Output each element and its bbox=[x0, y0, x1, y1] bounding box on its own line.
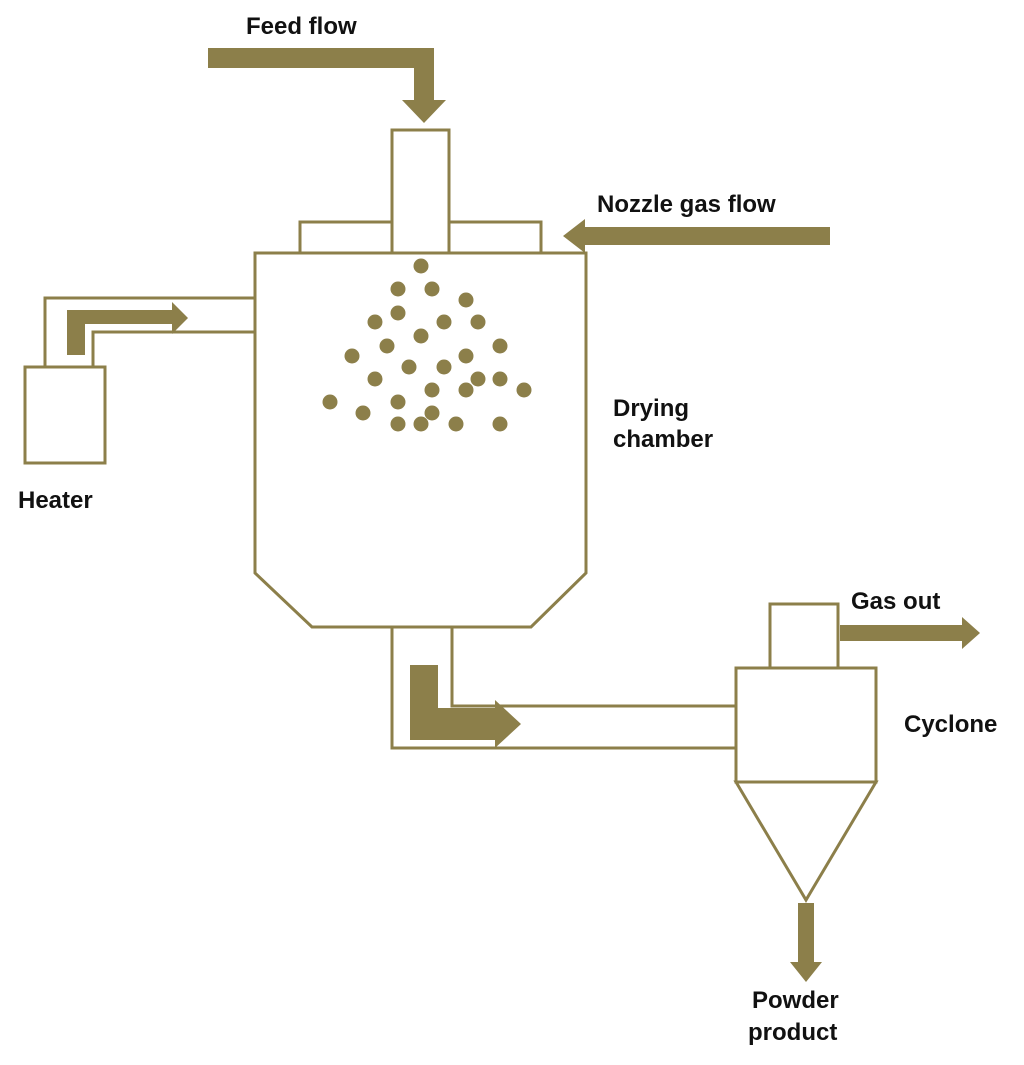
heater-label: Heater bbox=[18, 487, 93, 514]
drying-chamber-label-line2: chamber bbox=[613, 426, 713, 453]
droplet bbox=[367, 314, 383, 330]
powder-product-arrow bbox=[790, 903, 822, 982]
droplet bbox=[492, 371, 508, 387]
nozzle-gas-flow-arrow bbox=[563, 219, 830, 253]
droplet bbox=[413, 416, 429, 432]
feed-flow-label: Feed flow bbox=[246, 13, 357, 40]
droplet bbox=[458, 348, 474, 364]
feed-nozzle-tube bbox=[390, 128, 451, 255]
outlet-flow-arrow bbox=[410, 665, 521, 748]
spray-droplets bbox=[322, 258, 532, 432]
droplet bbox=[458, 382, 474, 398]
droplet bbox=[344, 348, 360, 364]
cyclone-body bbox=[734, 666, 878, 784]
outlet-duct bbox=[390, 627, 736, 750]
droplet bbox=[390, 394, 406, 410]
droplet bbox=[390, 281, 406, 297]
powder-product-label-line2: product bbox=[748, 1019, 837, 1046]
heater-box bbox=[23, 365, 107, 465]
droplet bbox=[436, 314, 452, 330]
heater-air-arrow bbox=[67, 302, 188, 355]
drying-chamber bbox=[253, 251, 588, 629]
droplet bbox=[424, 405, 440, 421]
droplet bbox=[424, 281, 440, 297]
feed-flow-arrow bbox=[208, 48, 446, 123]
droplet bbox=[470, 371, 486, 387]
droplet bbox=[492, 416, 508, 432]
droplet bbox=[470, 314, 486, 330]
heater-duct bbox=[43, 296, 255, 367]
droplet bbox=[390, 416, 406, 432]
droplet bbox=[436, 359, 452, 375]
nozzle-gas-flow-label: Nozzle gas flow bbox=[597, 191, 776, 218]
droplet bbox=[322, 394, 338, 410]
droplet bbox=[448, 416, 464, 432]
drying-chamber-label-line1: Drying bbox=[613, 395, 689, 422]
cyclone-cone bbox=[733, 780, 879, 903]
cyclone-label: Cyclone bbox=[904, 711, 997, 738]
droplet bbox=[424, 382, 440, 398]
droplet bbox=[516, 382, 532, 398]
droplet bbox=[492, 338, 508, 354]
droplet bbox=[458, 292, 474, 308]
nozzle-gas-collar bbox=[298, 220, 543, 253]
gas-out-label: Gas out bbox=[851, 588, 940, 615]
cyclone-gas-outlet-tube bbox=[768, 602, 840, 670]
droplet bbox=[413, 258, 429, 274]
droplet bbox=[355, 405, 371, 421]
droplet bbox=[367, 371, 383, 387]
droplet bbox=[379, 338, 395, 354]
droplet bbox=[413, 328, 429, 344]
droplet bbox=[390, 305, 406, 321]
droplet bbox=[401, 359, 417, 375]
powder-product-label-line1: Powder bbox=[752, 987, 839, 1014]
gas-out-arrow bbox=[840, 617, 980, 649]
